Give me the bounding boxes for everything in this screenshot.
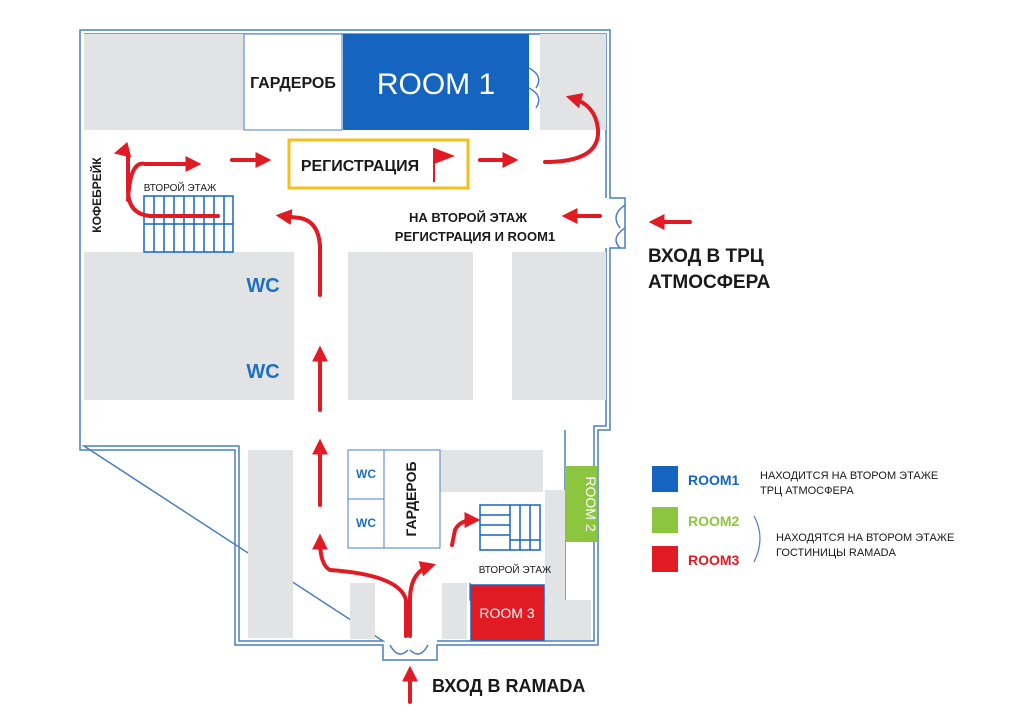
wc-label-1: WC xyxy=(246,275,279,297)
ramada-door-icon xyxy=(389,644,429,655)
registration-box[interactable] xyxy=(287,138,470,190)
stairs-top-icon xyxy=(143,195,234,253)
legend-room2-label: ROOM2 xyxy=(688,513,740,529)
wc-label-4: WC xyxy=(356,516,376,530)
legend-brace-icon xyxy=(753,515,761,563)
to-second-floor-label-1: НА ВТОРОЙ ЭТАЖ xyxy=(409,210,527,225)
room2-label: ROOM 2 xyxy=(583,476,599,531)
wardrobe-bottom-box xyxy=(383,449,441,549)
second-floor-top-label: ВТОРОЙ ЭТАЖ xyxy=(144,181,217,194)
flag-icon xyxy=(433,148,455,182)
wc-label-3: WC xyxy=(356,467,376,481)
to-second-floor-label-2: РЕГИСТРАЦИЯ И ROOM1 xyxy=(395,229,555,244)
legend-swatch-room1 xyxy=(652,466,678,492)
stairs-bottom-icon xyxy=(479,504,541,551)
registration-label: РЕГИСТРАЦИЯ xyxy=(301,158,419,175)
room1-label: ROOM 1 xyxy=(377,68,495,101)
room3-label: ROOM 3 xyxy=(479,605,534,621)
legend-swatch-room2 xyxy=(652,507,678,533)
legend-swatch-room3 xyxy=(652,546,678,572)
second-floor-bottom-label: ВТОРОЙ ЭТАЖ xyxy=(479,563,552,576)
room2-box[interactable] xyxy=(565,466,597,542)
legend-note2-line2: ГОСТИНИЦЫ RAMADA xyxy=(776,547,897,559)
wardrobe-top-box xyxy=(243,33,343,131)
legend: ROOM1 ROOM2 ROOM3 НАХОДИТСЯ НА ВТОРОМ ЭТ… xyxy=(652,466,954,572)
legend-note2-line1: НАХОДЯТСЯ НА ВТОРОМ ЭТАЖЕ xyxy=(776,532,954,544)
entrance-ramada-label: ВХОД В RAMADA xyxy=(432,676,585,696)
atmosfera-door-icon xyxy=(615,204,626,249)
room1-box[interactable] xyxy=(343,34,529,130)
route-arrows xyxy=(113,93,692,704)
legend-note1-line1: НАХОДИТСЯ НА ВТОРОМ ЭТАЖЕ xyxy=(760,470,938,482)
entrance-atmosfera-line2: АТМОСФЕРА xyxy=(648,272,771,293)
wardrobe-bottom-label: ГАРДЕРОБ xyxy=(403,461,419,536)
legend-room1-label: ROOM1 xyxy=(688,472,740,488)
wardrobe-top-label: ГАРДЕРОБ xyxy=(250,75,336,92)
wc-label-2: WC xyxy=(246,361,279,383)
legend-note1-line2: ТРЦ АТМОСФЕРА xyxy=(760,485,854,497)
legend-room3-label: ROOM3 xyxy=(688,552,740,568)
entrance-atmosfera-line1: ВХОД В ТРЦ xyxy=(648,246,764,267)
coffee-break-label: КОФЕБРЕЙК xyxy=(89,157,104,233)
grey-blocks xyxy=(84,34,606,640)
room3-box[interactable] xyxy=(470,584,545,641)
room1-door-icon xyxy=(528,67,540,109)
